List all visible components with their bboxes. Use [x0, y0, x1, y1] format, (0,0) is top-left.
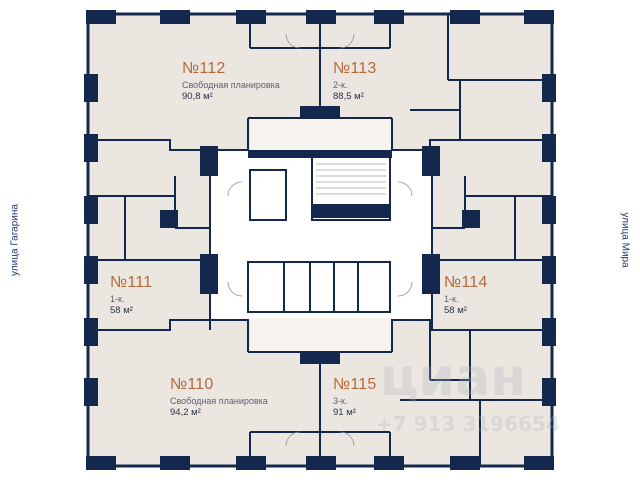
column — [306, 456, 336, 470]
apartment-type: 3-к. — [333, 396, 348, 406]
apartment-111[interactable]: №111 1-к. 58 м² — [110, 274, 152, 317]
column — [200, 254, 218, 294]
column — [542, 196, 556, 224]
core-area — [210, 150, 432, 320]
door-swing — [285, 431, 301, 447]
apartment-type: Свободная планировка — [182, 80, 280, 90]
column — [524, 456, 554, 470]
apartment-number: №113 — [333, 60, 377, 77]
column — [542, 74, 556, 102]
column — [450, 456, 480, 470]
column — [306, 10, 336, 24]
watermark-brand: циан — [380, 348, 526, 408]
column — [84, 318, 98, 346]
column — [160, 10, 190, 24]
corridor-top — [250, 118, 392, 152]
apartment-area: 58 м² — [444, 305, 467, 316]
column — [542, 256, 556, 284]
column — [524, 10, 554, 24]
column — [422, 146, 440, 176]
apartment-110[interactable]: №110 Свободная планировка 94,2 м² — [170, 376, 268, 419]
corridor-bottom — [250, 318, 392, 352]
door-swing — [397, 181, 413, 197]
column — [200, 146, 218, 176]
apartment-115[interactable]: №115 3-к. 91 м² — [333, 376, 376, 419]
column — [374, 10, 404, 24]
column — [86, 456, 116, 470]
apartment-area: 91 м² — [333, 407, 356, 418]
column — [84, 378, 98, 406]
column — [462, 210, 480, 228]
column — [160, 210, 178, 228]
apartment-112[interactable]: №112 Свободная планировка 90,8 м² — [182, 60, 280, 103]
column — [374, 456, 404, 470]
door-swing — [227, 281, 243, 297]
column — [542, 134, 556, 162]
street-label-left: улица Гагарина — [9, 204, 21, 276]
apartment-type: 1-к. — [110, 294, 125, 304]
core-wall — [300, 106, 340, 118]
column — [450, 10, 480, 24]
elevator-shaft-1 — [249, 169, 287, 221]
apartment-area: 88,5 м² — [333, 91, 364, 102]
apartment-area: 94,2 м² — [170, 407, 201, 418]
column — [86, 10, 116, 24]
door-swing — [339, 33, 355, 49]
core-wall — [248, 150, 392, 158]
column — [84, 196, 98, 224]
stair-landing — [312, 204, 390, 218]
apartment-114[interactable]: №114 1-к. 58 м² — [444, 274, 487, 317]
column — [84, 74, 98, 102]
lobby-block — [247, 261, 391, 313]
wall-112-south — [88, 118, 249, 151]
apartment-number: №115 — [333, 376, 377, 393]
apartment-type: Свободная планировка — [170, 396, 268, 406]
watermark-phone: +7 913 3196654 — [376, 412, 560, 436]
column — [542, 318, 556, 346]
door-swing — [285, 33, 301, 49]
column — [236, 456, 266, 470]
core-wall — [300, 352, 340, 364]
column — [422, 254, 440, 294]
apartment-number: №112 — [182, 60, 226, 77]
door-swing — [227, 181, 243, 197]
apartment-113[interactable]: №113 2-к. 88,5 м² — [333, 60, 376, 103]
apartment-type: 1-к. — [444, 294, 459, 304]
column — [84, 256, 98, 284]
column — [160, 456, 190, 470]
column — [236, 10, 266, 24]
apartment-area: 58 м² — [110, 305, 133, 316]
column — [542, 378, 556, 406]
column — [84, 134, 98, 162]
apartment-area: 90,8 м² — [182, 91, 213, 102]
wall-110-north — [88, 319, 249, 352]
apartment-number: №114 — [444, 274, 488, 291]
street-label-right: улица Мира — [619, 212, 631, 268]
door-swing — [397, 281, 413, 297]
door-swing — [339, 431, 355, 447]
apartment-number: №110 — [170, 376, 214, 393]
apartment-type: 2-к. — [333, 80, 348, 90]
apartment-number: №111 — [110, 274, 153, 291]
